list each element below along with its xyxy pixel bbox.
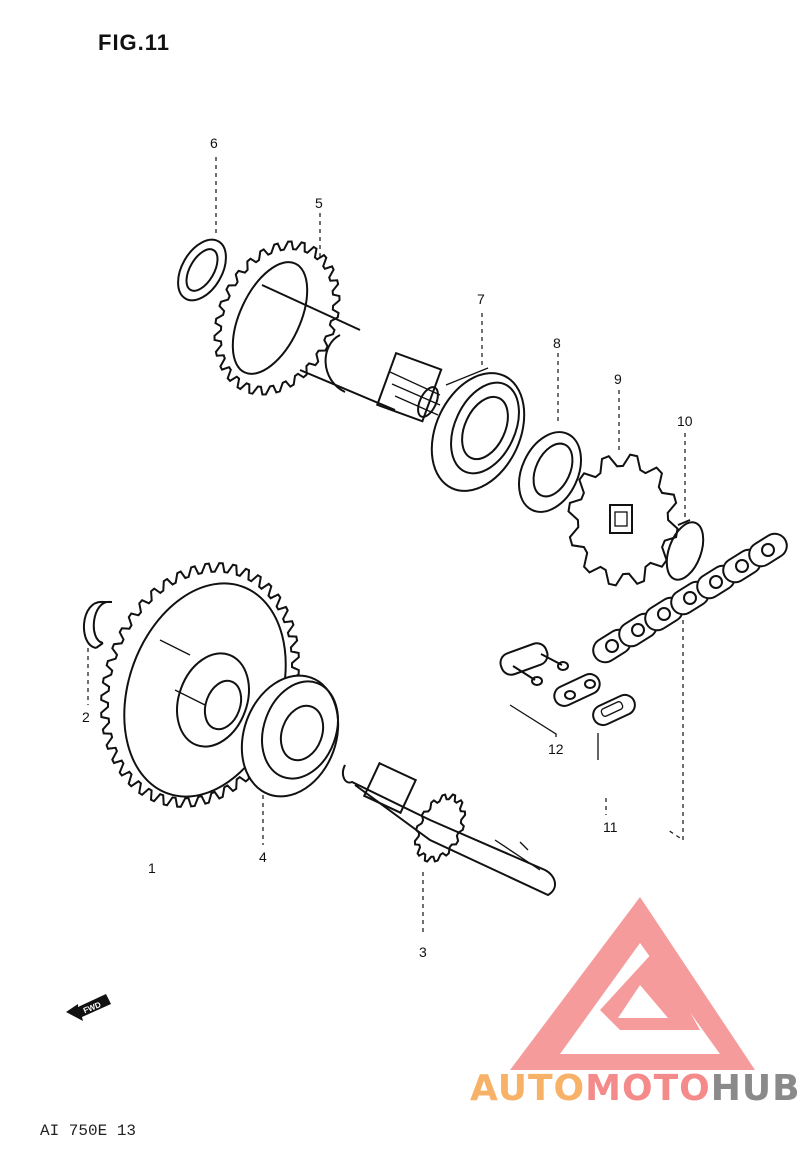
- callout-12: 12: [548, 741, 564, 757]
- fwd-label: FWD: [82, 1000, 102, 1015]
- callout-1: 1: [148, 860, 156, 876]
- callout-9: 9: [614, 371, 622, 387]
- footer-code: AI 750E 13: [40, 1122, 137, 1140]
- callout-4: 4: [259, 849, 267, 865]
- fwd-arrow: FWD: [66, 994, 111, 1021]
- watermark-hub: HUB: [710, 1068, 800, 1109]
- circlip-part-10: [665, 519, 705, 581]
- chain-link: [748, 532, 788, 568]
- figure-title: FIG.11: [98, 30, 171, 55]
- drive-chain-part-11: [592, 532, 788, 664]
- output-shaft-part-3: [342, 761, 556, 897]
- oil-seal-part-8: [518, 431, 582, 513]
- sprocket-part-9: [567, 453, 679, 587]
- callout-11: 11: [603, 819, 618, 835]
- snap-ring-part-2: [83, 600, 112, 649]
- automotohub-logo-icon: [510, 897, 755, 1070]
- callout-leader-lines: [87, 157, 686, 935]
- callout-3: 3: [419, 944, 427, 960]
- watermark-auto: AUTO: [470, 1068, 586, 1109]
- washer-part-6: [177, 238, 227, 302]
- callout-2: 2: [82, 709, 90, 725]
- callout-8: 8: [553, 335, 561, 351]
- callout-5: 5: [315, 195, 323, 211]
- bearing-part-4: [240, 674, 340, 798]
- callout-6: 6: [210, 135, 218, 151]
- chain-joint-part-12: [499, 642, 636, 760]
- watermark-moto: MOTO: [585, 1068, 711, 1109]
- bearing-part-7: [430, 367, 526, 492]
- watermark-text: AUTOMOTOHUB: [470, 1068, 800, 1109]
- callout-labels: 6 5 7 8 9 10 2 12 11 1 4 3: [82, 135, 693, 960]
- callout-10: 10: [677, 413, 693, 429]
- countershaft-gear-part-5: [213, 240, 443, 423]
- callout-7: 7: [477, 291, 485, 307]
